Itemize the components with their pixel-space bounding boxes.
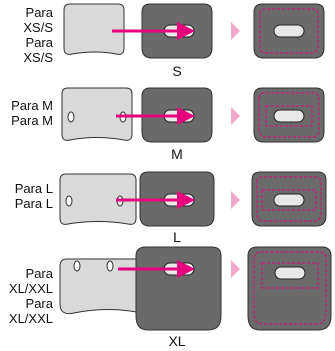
stitch-inner-xl bbox=[261, 262, 319, 289]
row-label-line: XS/S bbox=[23, 50, 53, 65]
light-slot-left-l bbox=[65, 195, 73, 207]
chevron-m bbox=[231, 107, 240, 125]
slot-result-xl bbox=[274, 266, 306, 280]
light-panel-l bbox=[59, 173, 137, 225]
row-label-line: XS/S bbox=[23, 20, 53, 35]
chevron-xl bbox=[231, 260, 240, 278]
light-panel-m bbox=[61, 87, 133, 141]
row-m bbox=[61, 87, 325, 143]
slot-result-xs-s bbox=[273, 24, 305, 38]
stitch-inner-l bbox=[261, 189, 317, 211]
slot-result-m bbox=[273, 109, 305, 123]
light-slot-left-xl bbox=[73, 260, 81, 272]
row-l bbox=[59, 171, 327, 227]
dark-panel-xl bbox=[135, 246, 222, 331]
row-label-l: Para L Para L bbox=[0, 181, 53, 211]
row-label-xl-xxl: Para XL/XXL Para XL/XXL bbox=[0, 266, 53, 326]
row-label-xs-s: Para XS/S Para XS/S bbox=[0, 5, 53, 65]
row-label-line: Para L bbox=[14, 181, 53, 196]
size-label-xl: XL bbox=[168, 333, 186, 349]
slot-result-l bbox=[273, 193, 305, 207]
light-slot-right-xl bbox=[106, 260, 114, 272]
row-label-line: XL/XXL bbox=[8, 311, 53, 326]
row-label-line: Para M bbox=[11, 113, 53, 128]
row-label-line: Para M bbox=[11, 98, 53, 113]
stitch-xs-s bbox=[259, 8, 319, 54]
light-panel-xs-s bbox=[63, 3, 125, 55]
row-label-line: Para bbox=[25, 296, 53, 311]
chevron-xs-s bbox=[231, 22, 240, 40]
stitch-l bbox=[256, 176, 322, 222]
size-label-l: L bbox=[173, 229, 181, 245]
stitch-inner-m bbox=[265, 105, 313, 127]
row-label-line: Para bbox=[25, 35, 53, 50]
row-xl bbox=[59, 246, 332, 331]
stitch-m bbox=[258, 92, 320, 138]
result-panel-xl bbox=[247, 246, 332, 331]
row-label-m: Para M Para M bbox=[0, 98, 53, 128]
chevron-l bbox=[231, 191, 240, 209]
row-xs-s bbox=[63, 3, 325, 59]
size-label-m: M bbox=[171, 146, 183, 162]
row-label-line: XL/XXL bbox=[8, 281, 53, 296]
size-label-s: S bbox=[172, 63, 182, 79]
row-label-line: Para bbox=[25, 266, 53, 281]
row-label-line: Para L bbox=[14, 196, 53, 211]
light-slot-left-m bbox=[67, 111, 75, 123]
row-label-line: Para bbox=[25, 5, 53, 20]
